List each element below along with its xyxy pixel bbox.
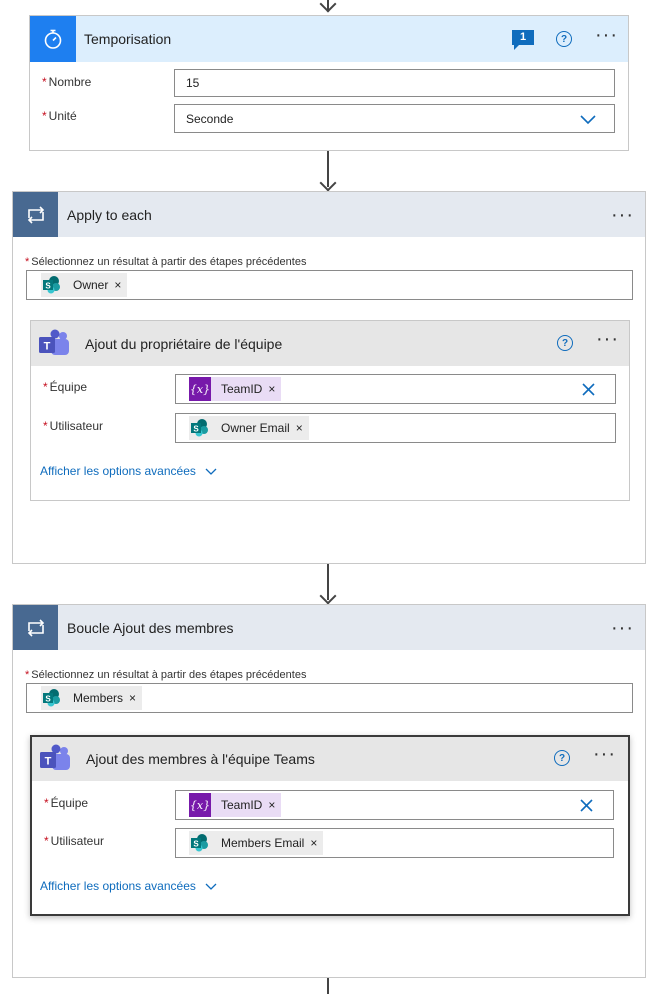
remove-token-icon[interactable]: × bbox=[310, 836, 318, 850]
unite-value: Seconde bbox=[186, 111, 234, 126]
select-label: *Sélectionnez un résultat à partir des é… bbox=[25, 256, 307, 268]
select-label: *Sélectionnez un résultat à partir des é… bbox=[25, 669, 307, 681]
help-icon[interactable]: ? bbox=[557, 335, 573, 351]
token-teamid[interactable]: {x} TeamID × bbox=[189, 377, 282, 401]
advanced-options-link[interactable]: Afficher les options avancées bbox=[40, 464, 217, 479]
svg-text:S: S bbox=[45, 282, 51, 291]
members-loop-card: Boucle Ajout des membres ··· *Sélectionn… bbox=[12, 604, 646, 978]
connector-2-arrow bbox=[319, 587, 337, 605]
svg-text:S: S bbox=[193, 840, 199, 849]
advanced-options-link[interactable]: Afficher les options avancées bbox=[40, 879, 217, 894]
equipe-input[interactable]: {x} TeamID × bbox=[175, 374, 616, 404]
sharepoint-icon: S bbox=[189, 416, 211, 440]
more-icon[interactable]: ··· bbox=[596, 328, 619, 350]
chevron-down-icon bbox=[205, 465, 217, 479]
remove-token-icon[interactable]: × bbox=[129, 691, 137, 705]
field-label-equipe: *Équipe bbox=[43, 380, 88, 394]
remove-token-icon[interactable]: × bbox=[114, 278, 122, 292]
remove-token-icon[interactable]: × bbox=[268, 798, 276, 812]
svg-text:S: S bbox=[45, 695, 51, 704]
remove-token-icon[interactable]: × bbox=[295, 421, 303, 435]
teams-icon: T bbox=[31, 321, 76, 366]
token-owner[interactable]: S Owner × bbox=[41, 273, 128, 297]
variable-icon: {x} bbox=[189, 793, 211, 817]
more-icon[interactable]: ··· bbox=[595, 24, 618, 46]
help-icon[interactable]: ? bbox=[554, 750, 570, 766]
connector-1 bbox=[327, 151, 329, 187]
field-label-unite: *Unité bbox=[42, 109, 77, 123]
remove-token-icon[interactable]: × bbox=[268, 382, 276, 396]
token-members-email[interactable]: S Members Email × bbox=[189, 831, 324, 855]
token-teamid[interactable]: {x} TeamID × bbox=[189, 793, 282, 817]
connector-top-arrow bbox=[319, 0, 337, 13]
apply-each-header[interactable]: Apply to each bbox=[13, 192, 645, 237]
chevron-down-icon bbox=[205, 880, 217, 894]
svg-text:T: T bbox=[44, 756, 51, 768]
loop-icon bbox=[13, 192, 58, 237]
comment-icon[interactable]: 1 bbox=[512, 30, 534, 50]
select-output-input[interactable]: S Owner × bbox=[26, 270, 633, 300]
nombre-input[interactable]: 15 bbox=[174, 69, 615, 97]
help-icon[interactable]: ? bbox=[556, 31, 572, 47]
apply-each-title: Apply to each bbox=[67, 206, 152, 223]
more-icon[interactable]: ··· bbox=[593, 743, 616, 765]
field-label-equipe: *Équipe bbox=[44, 796, 89, 810]
delay-card-header[interactable]: Temporisation bbox=[30, 16, 628, 62]
close-icon[interactable] bbox=[580, 799, 593, 815]
token-members[interactable]: S Members × bbox=[41, 686, 143, 710]
loop-icon bbox=[13, 605, 58, 650]
variable-icon: {x} bbox=[189, 377, 211, 401]
members-action-header[interactable]: T Ajout des membres à l'équipe Teams bbox=[32, 737, 628, 781]
members-loop-header[interactable]: Boucle Ajout des membres bbox=[13, 605, 645, 650]
members-action-card: T Ajout des membres à l'équipe Teams ? ·… bbox=[30, 735, 630, 916]
sharepoint-icon: S bbox=[41, 273, 63, 297]
field-label-utilisateur: *Utilisateur bbox=[44, 834, 105, 848]
connector-bottom bbox=[327, 978, 329, 994]
teams-icon: T bbox=[32, 737, 77, 781]
field-label-nombre: *Nombre bbox=[42, 75, 92, 89]
members-action-title: Ajout des membres à l'équipe Teams bbox=[86, 751, 315, 767]
connector-top bbox=[327, 0, 329, 10]
svg-text:T: T bbox=[43, 340, 50, 352]
more-icon[interactable]: ··· bbox=[611, 204, 634, 226]
utilisateur-input[interactable]: S Members Email × bbox=[175, 828, 614, 858]
stopwatch-icon bbox=[30, 16, 76, 62]
close-icon[interactable] bbox=[582, 383, 595, 399]
field-label-utilisateur: *Utilisateur bbox=[43, 419, 104, 433]
sharepoint-icon: S bbox=[41, 686, 63, 710]
token-owner-email[interactable]: S Owner Email × bbox=[189, 416, 309, 440]
chevron-down-icon bbox=[580, 113, 596, 128]
nombre-value: 15 bbox=[186, 76, 200, 90]
owner-action-title: Ajout du propriétaire de l'équipe bbox=[85, 335, 283, 352]
owner-action-header[interactable]: T Ajout du propriétaire de l'équipe bbox=[31, 321, 629, 366]
sharepoint-icon: S bbox=[189, 831, 211, 855]
unite-select[interactable]: Seconde bbox=[174, 104, 615, 133]
utilisateur-input[interactable]: S Owner Email × bbox=[175, 413, 616, 443]
svg-text:S: S bbox=[193, 425, 199, 434]
owner-action-card: T Ajout du propriétaire de l'équipe ? ··… bbox=[30, 320, 630, 501]
delay-title: Temporisation bbox=[84, 31, 172, 47]
apply-each-card: Apply to each ··· *Sélectionnez un résul… bbox=[12, 191, 646, 564]
members-loop-title: Boucle Ajout des membres bbox=[67, 619, 234, 636]
more-icon[interactable]: ··· bbox=[611, 617, 634, 639]
comment-count: 1 bbox=[519, 31, 527, 43]
select-output-input[interactable]: S Members × bbox=[26, 683, 633, 713]
connector-2 bbox=[327, 564, 329, 600]
connector-1-arrow bbox=[319, 174, 337, 192]
delay-card: Temporisation 1 ? ··· *Nombre 15 *Unité … bbox=[29, 15, 629, 151]
equipe-input[interactable]: {x} TeamID × bbox=[175, 790, 614, 820]
